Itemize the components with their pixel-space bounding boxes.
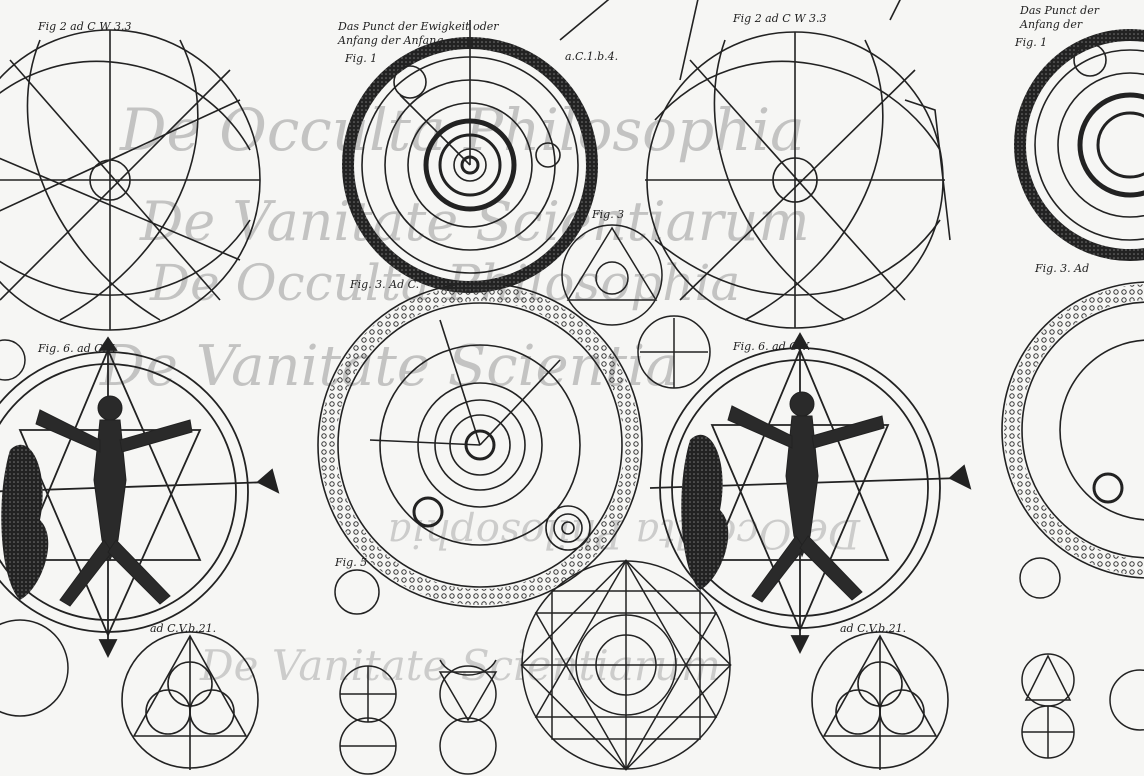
triangle-circle-bottom-right [812, 632, 948, 770]
tree-foliage-left [1, 445, 48, 600]
fig6-left-caption: Fig. 6. ad C.V. [37, 342, 115, 355]
dark-ring-circle-right [1020, 35, 1144, 255]
watermark-line-1: De Occulta Philosophia [119, 96, 805, 164]
center-reference: a.C.1.b.4. [565, 50, 618, 63]
center-title-line-1: Das Punct der Ewigkeit oder [337, 20, 499, 33]
fig1-center-caption: Fig. 1 [344, 52, 377, 65]
fig6-right-caption: Fig. 6. ad C.V. [732, 340, 810, 353]
bottom-right-caption: ad C.V.b.21. [840, 622, 906, 635]
watermark-line-2: De Vanitate Scientiarum [139, 190, 810, 253]
hexagram-circle-bottom-center [521, 560, 730, 769]
serpent-circle-right [1002, 282, 1144, 578]
center-title-line-2: Anfang der Anfang [337, 34, 443, 47]
fig3-caption: Fig. 3 [591, 208, 624, 221]
fig2-left-caption: Fig 2 ad C W 3.3 [37, 20, 132, 33]
fig3-ad-caption: Fig. 3. Ad C. [349, 278, 419, 291]
bottom-left-caption: ad C.V.b.21. [150, 622, 216, 635]
tree-foliage-right [681, 435, 728, 590]
fig5-caption: Fig. 5 [334, 556, 367, 569]
right-title-line-2: Anfang der [1019, 18, 1083, 31]
fig3-ad-right-caption: Fig. 3. Ad [1034, 262, 1089, 275]
right-title-line-1: Das Punct der [1019, 4, 1100, 17]
fig2-right-caption: Fig 2 ad C W 3.3 [732, 12, 827, 25]
fig1-right-caption: Fig. 1 [1014, 36, 1047, 49]
vitruvian-figure-right [728, 392, 884, 602]
